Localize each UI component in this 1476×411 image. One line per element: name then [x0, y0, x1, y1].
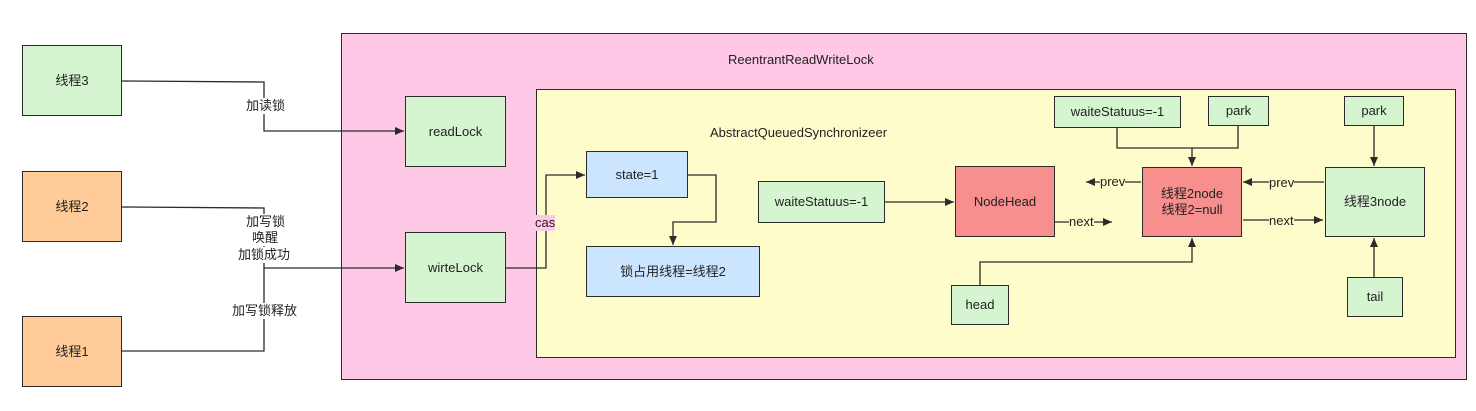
- thread2-wait-status-box: waiteStatuus=-1: [1054, 96, 1181, 128]
- edge-label-read: 加读锁: [246, 98, 286, 114]
- write-lock-box: wirteLock: [405, 232, 506, 303]
- edge-label-write-1: 加写锁: [246, 214, 286, 230]
- node-head-box: NodeHead: [955, 166, 1055, 237]
- thread3-park-box: park: [1344, 96, 1404, 126]
- edge-waitstatus-thread2node: [1116, 128, 1196, 166]
- edge-label-write-2: 唤醒: [252, 230, 279, 246]
- edge-head-thread2node: [979, 238, 1196, 285]
- thread2-park-box: park: [1208, 96, 1269, 126]
- edge-label-prev-right: prev: [1269, 175, 1295, 191]
- thread3-box: 线程3: [22, 45, 122, 116]
- owner-thread-box: 锁占用线程=线程2: [586, 246, 760, 297]
- tail-pointer-box: tail: [1347, 277, 1403, 317]
- edge-park-thread2node: [1192, 126, 1239, 149]
- thread2-node-box: 线程2node 线程2=null: [1142, 167, 1242, 237]
- thread2-node-line1: 线程2node: [1160, 186, 1224, 201]
- edge-thread1-writelock: [122, 268, 265, 352]
- thread1-box: 线程1: [22, 316, 122, 387]
- thread2-node-line2: 线程2=null: [1161, 202, 1223, 217]
- edge-label-next-t2: next: [1269, 213, 1294, 229]
- thread2-box: 线程2: [22, 171, 122, 242]
- edge-label-cas: cas: [535, 215, 556, 231]
- state-box: state=1: [586, 151, 688, 198]
- thread3-node-box: 线程3node: [1325, 167, 1425, 237]
- edge-label-write-3: 加锁成功: [238, 247, 291, 263]
- head-wait-status-box: waiteStatuus=-1: [758, 181, 885, 223]
- edge-label-release: 加写锁释放: [232, 303, 298, 319]
- aqs-title: AbstractQueuedSynchronizeer: [710, 125, 888, 140]
- edge-label-prev-left: prev: [1100, 174, 1126, 190]
- edge-label-next-head: next: [1069, 214, 1094, 230]
- edge-state-owner: [669, 174, 717, 245]
- read-lock-box: readLock: [405, 96, 506, 167]
- head-pointer-box: head: [951, 285, 1009, 325]
- reentrant-read-write-lock-title: ReentrantReadWriteLock: [728, 52, 874, 67]
